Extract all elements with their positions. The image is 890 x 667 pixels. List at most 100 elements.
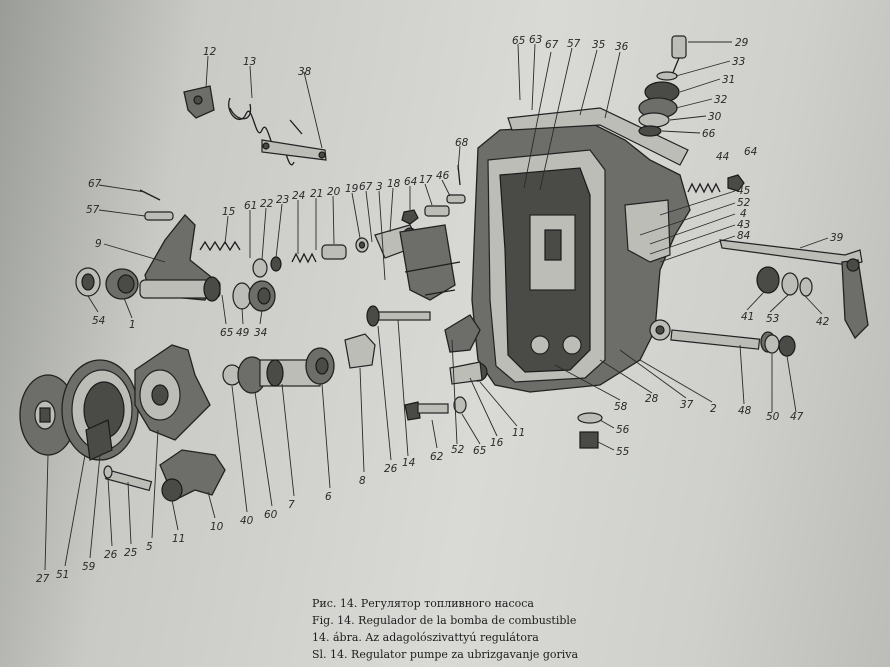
regulator-housing xyxy=(471,107,691,393)
pin-25-26 xyxy=(103,465,153,492)
block-8 xyxy=(344,333,376,369)
washers-41-53-42 xyxy=(756,266,813,297)
label-48: 48 xyxy=(738,405,752,417)
label-18: 18 xyxy=(387,178,401,190)
label-62: 62 xyxy=(430,451,444,463)
label-30: 30 xyxy=(708,111,722,123)
label-21: 21 xyxy=(310,188,323,200)
label-5: 5 xyxy=(146,541,153,553)
caption-serbian: Sl. 14. Regulator pumpe za ubrizgavanje … xyxy=(312,648,579,661)
label-8: 8 xyxy=(359,475,366,487)
shaft-assembly xyxy=(222,347,335,394)
right-spring-nut xyxy=(687,174,745,194)
label-28: 28 xyxy=(645,393,659,405)
caption-spanish: Fig. 14. Regulador de la bomba de combus… xyxy=(312,614,577,627)
flyweight-10-11 xyxy=(159,449,226,502)
label-57: 57 xyxy=(567,38,581,50)
label-53: 53 xyxy=(766,313,779,325)
label-1: 1 xyxy=(129,319,136,331)
label-67-left: 67 xyxy=(88,178,102,190)
flyweight-drive xyxy=(19,359,139,461)
label-36: 36 xyxy=(615,41,629,53)
label-45: 45 xyxy=(737,185,751,197)
label-9: 9 xyxy=(95,238,102,250)
leader-lines xyxy=(44,41,829,571)
label-27: 27 xyxy=(36,573,50,585)
label-40: 40 xyxy=(240,515,254,527)
link-11-16 xyxy=(444,314,488,385)
label-60: 60 xyxy=(264,509,278,521)
label-20: 20 xyxy=(327,186,341,198)
label-56: 56 xyxy=(616,424,630,436)
bolt-48 xyxy=(670,329,776,353)
part-labels: 12 13 38 65 63 57 35 36 29 33 31 32 30 6… xyxy=(36,34,844,585)
label-49: 49 xyxy=(236,327,250,339)
label-46: 46 xyxy=(436,170,450,182)
label-39: 39 xyxy=(830,232,844,244)
label-66: 66 xyxy=(702,128,716,140)
label-51: 51 xyxy=(56,569,69,581)
bracket-12 xyxy=(183,85,215,119)
label-6: 6 xyxy=(325,491,332,503)
small-parts-17-46-64 xyxy=(401,164,466,225)
label-14: 14 xyxy=(402,457,415,469)
label-43: 43 xyxy=(737,219,750,231)
label-26-mid: 26 xyxy=(384,463,398,475)
label-68: 67 xyxy=(359,181,373,193)
label-19: 19 xyxy=(345,183,359,195)
label-65: 65 xyxy=(512,35,526,47)
sleeve-18 xyxy=(374,224,461,301)
label-22: 22 xyxy=(260,198,274,210)
lever-9-assembly xyxy=(139,189,221,302)
label-10: 10 xyxy=(210,521,224,533)
label-54: 54 xyxy=(92,315,105,327)
label-84: 84 xyxy=(737,230,750,242)
label-33: 33 xyxy=(732,56,745,68)
label-15: 15 xyxy=(222,206,236,218)
label-3: 3 xyxy=(376,181,383,193)
label-50: 50 xyxy=(766,411,780,423)
label-4: 4 xyxy=(740,208,747,220)
label-32: 32 xyxy=(714,94,728,106)
drain-plug-56-55 xyxy=(577,412,603,449)
link-38 xyxy=(261,139,327,161)
label-11-left: 11 xyxy=(172,533,185,545)
label-7: 7 xyxy=(288,499,295,511)
label-24: 24 xyxy=(292,190,305,202)
label-23: 23 xyxy=(276,194,289,206)
top-valve-stack xyxy=(638,35,687,137)
label-16: 16 xyxy=(490,437,504,449)
label-65-bottom: 65 xyxy=(473,445,487,457)
label-67-top: 67 xyxy=(545,39,559,51)
label-64: 64 xyxy=(404,176,417,188)
label-44: 44 xyxy=(716,151,729,163)
label-29: 29 xyxy=(735,37,749,49)
label-35: 35 xyxy=(592,39,606,51)
label-26-left: 26 xyxy=(104,549,118,561)
label-61: 61 xyxy=(244,200,257,212)
figure-captions: Рис. 14. Регулятор топливного насоса Fig… xyxy=(312,595,732,663)
label-13: 13 xyxy=(243,56,256,68)
bolt-62 xyxy=(404,396,467,421)
label-59: 59 xyxy=(82,561,96,573)
parts-49-34 xyxy=(232,280,276,312)
caption-russian: Рис. 14. Регулятор топливного насоса xyxy=(312,597,534,610)
label-38: 38 xyxy=(298,66,312,78)
label-67-mid: 68 xyxy=(455,137,469,149)
label-34: 34 xyxy=(254,327,267,339)
bolt-14 xyxy=(366,305,431,327)
lever-39 xyxy=(719,239,869,340)
label-58: 58 xyxy=(614,401,628,413)
label-11-right: 11 xyxy=(512,427,525,439)
label-2: 2 xyxy=(710,403,717,415)
flyweight-carrier-5 xyxy=(134,344,211,441)
label-63: 63 xyxy=(529,34,542,46)
label-57-left: 57 xyxy=(86,204,100,216)
label-47: 47 xyxy=(790,411,804,423)
label-17: 17 xyxy=(419,174,433,186)
label-65-left: 65 xyxy=(220,327,234,339)
label-12: 12 xyxy=(203,46,217,58)
label-41: 41 xyxy=(741,311,754,323)
